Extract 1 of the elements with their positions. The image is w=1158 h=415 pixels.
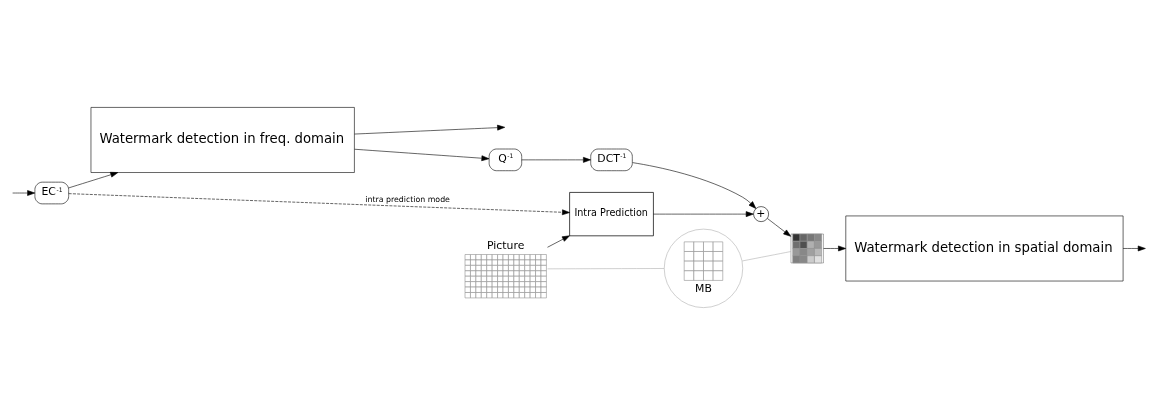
node-text: Picture — [487, 238, 525, 252]
